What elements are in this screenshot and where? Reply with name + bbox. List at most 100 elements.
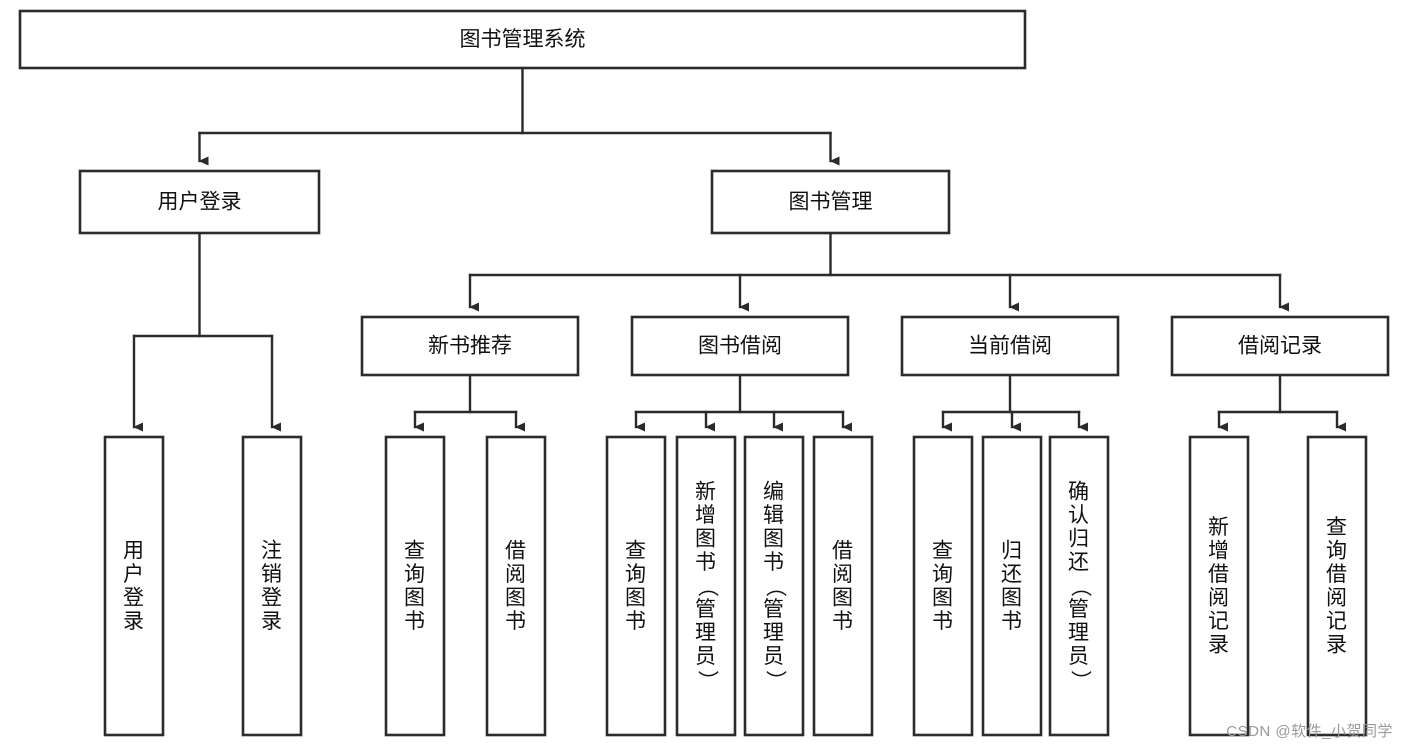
svg-text:阅: 阅 [1208,586,1230,609]
node-new-book-recommend[interactable]: 新书推荐 [360,315,580,377]
svg-text:记: 记 [1208,610,1230,633]
svg-text:图: 图 [932,586,954,609]
node-book-borrow[interactable]: 图书借阅 [630,315,850,377]
node-box[interactable] [103,435,165,737]
svg-text:询: 询 [404,563,426,586]
svg-text:书: 书 [505,610,527,633]
node-label: 图书管理系统 [460,28,586,51]
svg-text:询: 询 [932,563,954,586]
svg-text:阅: 阅 [832,563,854,586]
svg-text:图: 图 [832,586,854,609]
svg-text:管: 管 [763,598,785,621]
svg-text:书: 书 [404,610,426,633]
node-current-borrow[interactable]: 当前借阅 [900,315,1120,377]
node-box[interactable] [981,435,1043,737]
node-label: 图书借阅 [698,335,782,358]
svg-text:归: 归 [1001,539,1023,562]
svg-text:登: 登 [123,586,145,609]
svg-text:借: 借 [1208,563,1230,586]
svg-text:户: 户 [123,563,145,586]
node-box[interactable] [743,435,805,737]
svg-text:书: 书 [763,551,785,574]
svg-text:管: 管 [695,598,717,621]
node-box[interactable] [812,435,874,737]
node-book-manage[interactable]: 图书管理 [710,169,951,235]
svg-text:图: 图 [625,586,647,609]
node-root[interactable]: 图书管理系统 [18,9,1027,70]
svg-text:查: 查 [625,539,647,562]
node-label: 新书推荐 [428,335,512,358]
node-box[interactable] [1188,435,1250,737]
node-label: 当前借阅 [968,335,1052,358]
svg-text:理: 理 [763,622,785,645]
node-user-login[interactable]: 用户登录 [78,169,321,235]
svg-text:）: ） [1068,670,1091,692]
svg-text:借: 借 [832,539,854,562]
svg-text:增: 增 [695,504,717,527]
node-borrow-record[interactable]: 借阅记录 [1170,315,1390,377]
svg-text:归: 归 [1068,528,1090,551]
svg-text:（: （ [695,576,718,598]
watermark-text: CSDN @软件_小贺同学 [1226,723,1393,740]
svg-text:注: 注 [261,539,283,562]
svg-text:书: 书 [832,610,854,633]
node-box[interactable] [605,435,667,737]
svg-text:书: 书 [1001,610,1023,633]
node-box[interactable] [710,169,951,235]
svg-text:图: 图 [404,586,426,609]
svg-text:理: 理 [695,622,717,645]
node-box[interactable] [675,435,737,737]
node-box[interactable] [78,169,321,235]
svg-text:查: 查 [1326,516,1348,539]
node-box[interactable] [912,435,974,737]
svg-text:）: ） [695,670,718,692]
svg-text:管: 管 [1068,598,1090,621]
connector-edges [132,66,1346,432]
svg-text:（: （ [1068,576,1091,598]
svg-text:认: 认 [1068,504,1090,527]
svg-text:借: 借 [1326,563,1348,586]
node-box[interactable] [1306,435,1368,737]
svg-text:借: 借 [505,539,527,562]
svg-text:还: 还 [1001,563,1023,586]
svg-text:图: 图 [763,528,785,551]
node-box[interactable] [18,9,1027,70]
svg-text:确: 确 [1068,481,1090,504]
node-box[interactable] [241,435,303,737]
node-box[interactable] [384,435,446,737]
svg-text:图: 图 [505,586,527,609]
node-box[interactable] [1048,435,1110,737]
node-box[interactable] [360,315,580,377]
node-box[interactable] [1170,315,1390,377]
svg-text:还: 还 [1068,551,1090,574]
node-box[interactable] [485,435,547,737]
svg-text:阅: 阅 [1326,586,1348,609]
svg-text:录: 录 [1208,633,1230,656]
node-box[interactable] [630,315,850,377]
node-leaf-user-login[interactable]: 用户登录 [103,435,165,737]
svg-text:辑: 辑 [763,504,785,527]
node-box[interactable] [900,315,1120,377]
svg-text:登: 登 [261,586,283,609]
svg-text:员: 员 [763,645,785,668]
